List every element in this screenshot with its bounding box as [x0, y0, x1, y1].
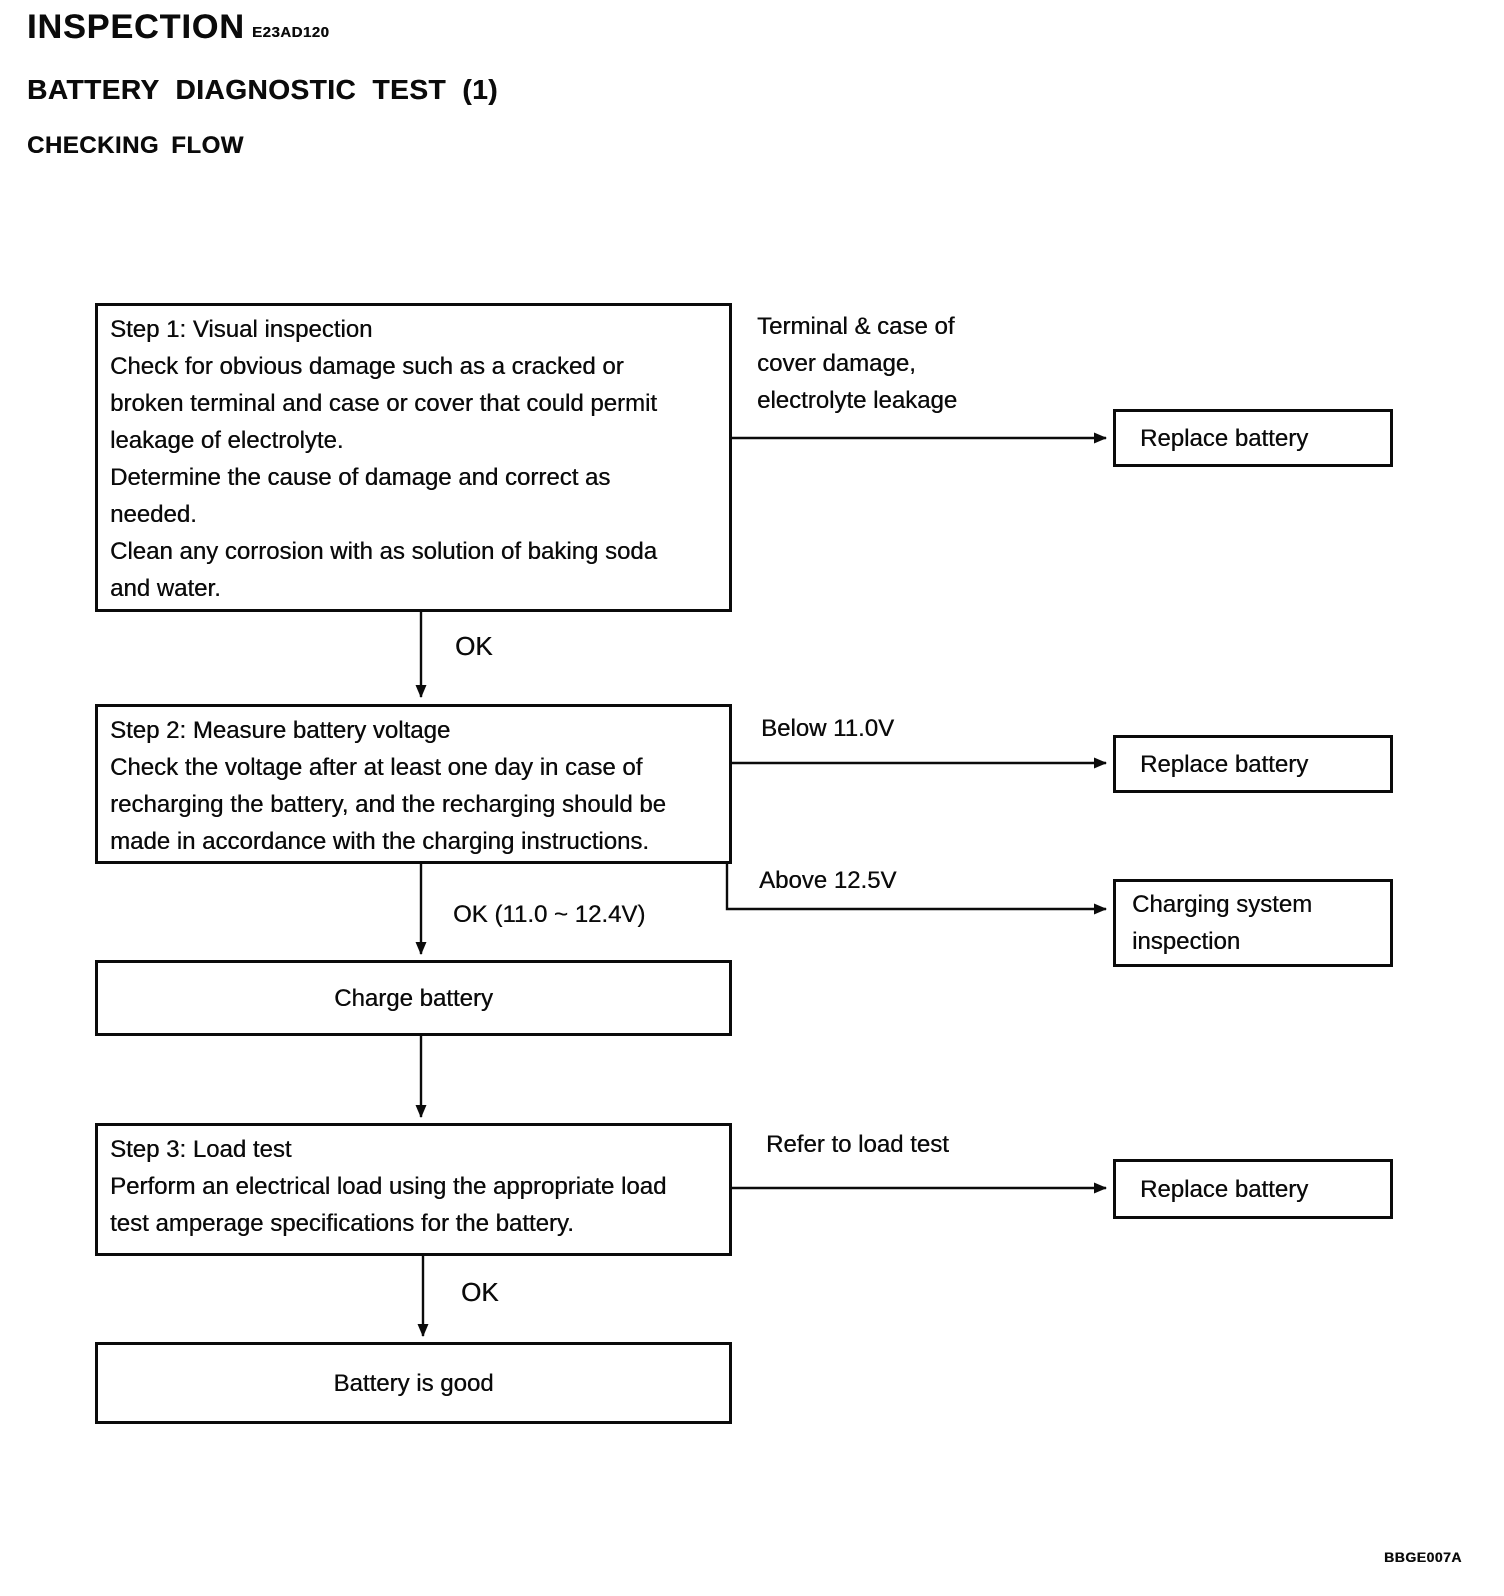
page-subtitle: BATTERY DIAGNOSTIC TEST (1): [27, 74, 498, 105]
edge-label-ok-2: OK: [461, 1277, 499, 1307]
replace-battery-3-text: Replace battery: [1140, 1175, 1309, 1203]
flow-box-step1-visual-inspection: Step 1: Visual inspection Check for obvi…: [95, 303, 732, 612]
edge-label-terminal-damage: Terminal & case of cover damage, electro…: [757, 313, 958, 414]
edge-label-ok-range: OK (11.0 ~ 12.4V): [453, 901, 646, 928]
page-title: INSPECTION: [27, 8, 245, 46]
replace-battery-2-text: Replace battery: [1140, 750, 1309, 778]
section-heading: CHECKING FLOW: [27, 132, 244, 159]
replace-battery-1-text: Replace battery: [1140, 424, 1309, 452]
flow-box-replace-battery-1: Replace battery: [1113, 409, 1393, 467]
flow-box-replace-battery-2: Replace battery: [1113, 735, 1393, 793]
charging-system-text: Charging system inspection: [1132, 891, 1313, 955]
battery-good-text: Battery is good: [333, 1369, 494, 1397]
flow-box-replace-battery-3: Replace battery: [1113, 1159, 1393, 1219]
edge-label-refer-load-test: Refer to load test: [766, 1131, 949, 1158]
step2-text: Step 2: Measure battery voltage Check th…: [110, 717, 666, 855]
step1-text: Step 1: Visual inspection Check for obvi…: [110, 316, 657, 602]
edge-label-ok-1: OK: [455, 631, 493, 661]
charge-battery-text: Charge battery: [334, 984, 493, 1012]
flow-box-battery-good: Battery is good: [95, 1342, 732, 1424]
flow-box-charge-battery: Charge battery: [95, 960, 732, 1036]
flow-box-charging-system-inspection: Charging system inspection: [1113, 879, 1393, 967]
section-code: E23AD120: [252, 24, 330, 41]
edge-label-above-12-5v: Above 12.5V: [759, 867, 897, 894]
edge-label-below-11v: Below 11.0V: [761, 715, 894, 742]
flow-box-step3-load-test: Step 3: Load test Perform an electrical …: [95, 1123, 732, 1256]
flow-box-step2-measure-voltage: Step 2: Measure battery voltage Check th…: [95, 704, 732, 864]
step3-text: Step 3: Load test Perform an electrical …: [110, 1136, 667, 1237]
figure-code: BBGE007A: [1384, 1549, 1462, 1565]
